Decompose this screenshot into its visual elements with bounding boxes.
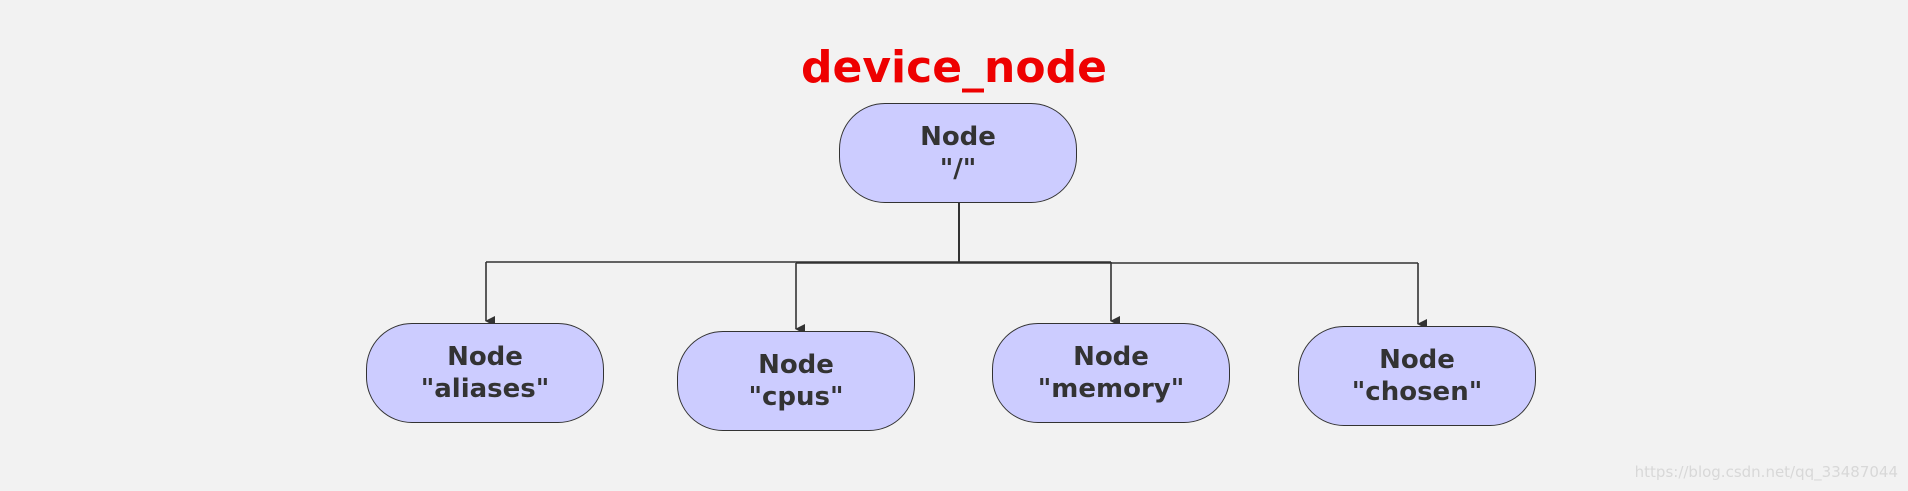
node-aliases-type: Node (447, 342, 523, 372)
node-chosen-name: "chosen" (1351, 377, 1483, 407)
node-cpus-name: "cpus" (748, 382, 844, 412)
node-aliases: Node "aliases" (366, 323, 604, 423)
node-memory-name: "memory" (1037, 374, 1185, 404)
node-aliases-name: "aliases" (420, 374, 550, 404)
node-memory-type: Node (1073, 342, 1149, 372)
node-root-name: "/" (939, 154, 977, 184)
node-root-type: Node (920, 122, 996, 152)
node-chosen: Node "chosen" (1298, 326, 1536, 426)
node-cpus-type: Node (758, 350, 834, 380)
node-cpus: Node "cpus" (677, 331, 915, 431)
node-chosen-type: Node (1379, 345, 1455, 375)
diagram-title: device_node (801, 42, 1107, 93)
node-memory: Node "memory" (992, 323, 1230, 423)
watermark-text: https://blog.csdn.net/qq_33487044 (1634, 463, 1898, 481)
node-root: Node "/" (839, 103, 1077, 203)
